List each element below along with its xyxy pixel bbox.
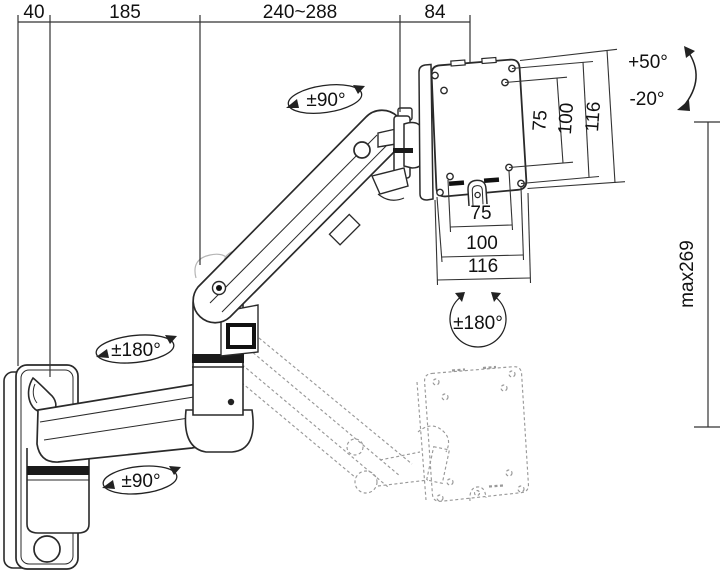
arrowhead (169, 466, 181, 475)
elbow-ring-band (192, 354, 244, 363)
arrowhead (455, 292, 465, 302)
head-swivel-label: ±90° (306, 90, 345, 111)
dimension-vesa-vertical (504, 48, 626, 190)
dim-label-max269: max269 (677, 240, 698, 308)
wall-swivel-label: ±90° (121, 471, 160, 492)
dimension-tilt: +50° -20° (628, 46, 697, 111)
arrowhead (491, 292, 501, 302)
vesa-v-100: 100 (555, 102, 578, 135)
arrowhead (286, 99, 299, 108)
arm-hole (353, 141, 371, 159)
dimension-top-chain (17, 15, 471, 377)
screw-dot (227, 398, 235, 406)
rotation-wall-swivel: ±90° (102, 465, 181, 495)
post-ring-band (27, 466, 89, 475)
vesa-h-116: 116 (468, 256, 498, 277)
ghost-pivot (354, 470, 378, 494)
dim-label-84: 84 (424, 2, 446, 23)
arrowhead (165, 335, 177, 344)
bottom-slot (448, 180, 465, 187)
upper-arm (192, 109, 406, 324)
elbow-bottom-cap (184, 409, 254, 453)
vesa-v-75: 75 (529, 109, 551, 132)
rotation-elbow-swivel: ±180° (95, 334, 177, 364)
top-slot (481, 56, 497, 65)
vesa-v-116: 116 (582, 101, 605, 133)
vesa-plate-face (430, 58, 528, 198)
arrowhead (684, 46, 695, 58)
cable-clip (328, 213, 361, 246)
ghost-head-joint (377, 425, 451, 487)
arrowhead (102, 480, 115, 489)
ghost-arm-lines (211, 323, 413, 494)
ghost-position-group (194, 249, 529, 502)
dim-label-40: 40 (23, 2, 44, 23)
ghost-vesa-plate (416, 365, 529, 502)
vesa-h-100: 100 (466, 233, 498, 254)
bottom-slot (483, 177, 500, 184)
tilt-up-label: +50° (628, 52, 668, 73)
wall-swivel-post (26, 448, 90, 534)
dim-label-240-288: 240~288 (263, 2, 338, 23)
dim-label-185: 185 (109, 2, 141, 23)
top-slot (450, 59, 466, 67)
arrowhead (353, 85, 365, 94)
clevis-slot (226, 323, 256, 349)
vesa-h-75: 75 (470, 203, 491, 224)
mounting-hole (33, 535, 61, 563)
rotation-plate: ±180° (449, 292, 507, 348)
dimension-vesa-horizontal (434, 170, 532, 286)
plate-rotation-label: ±180° (453, 313, 503, 334)
tilt-arc-arrow (682, 49, 697, 108)
mount-solid-group (3, 56, 528, 570)
elbow-swivel-label: ±180° (111, 340, 161, 361)
dimension-max-height (694, 121, 720, 428)
ghost-keyhole-tab (469, 486, 487, 502)
rotation-head-swivel: ±90° (286, 84, 365, 114)
arrowhead (96, 349, 109, 358)
arrowhead (677, 100, 690, 111)
ghost-arm-hole (346, 438, 364, 456)
vesa-plate-side (418, 63, 434, 201)
tilt-down-label: -20° (629, 89, 664, 110)
